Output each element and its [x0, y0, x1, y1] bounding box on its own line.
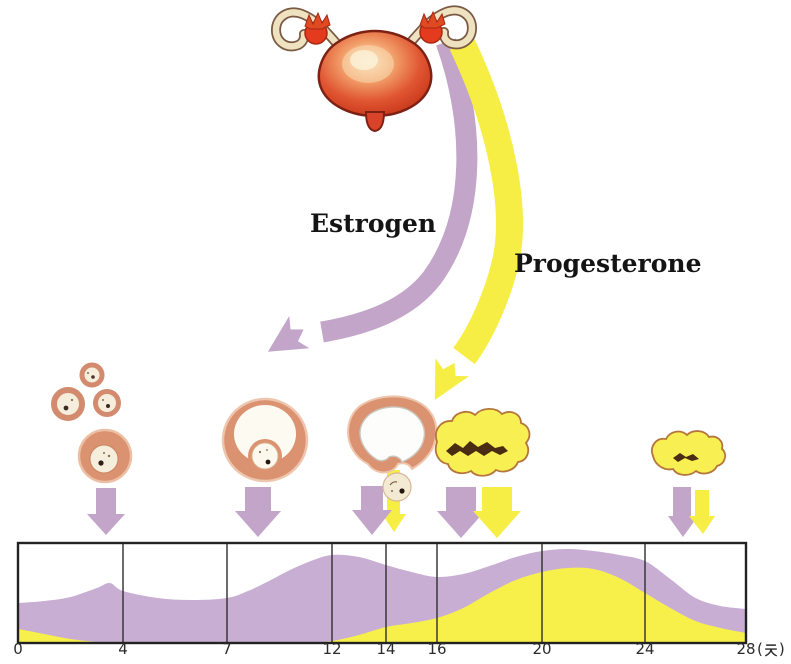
mature-follicle [221, 397, 309, 483]
x-tick-7: 7 [222, 640, 232, 658]
x-axis-day-unit: () [757, 640, 785, 658]
estrogen-secretion-arrow-degenerating [668, 487, 698, 537]
progesterone-label: Progesterone [514, 249, 702, 278]
estrogen-secretion-arrow-primary [87, 488, 125, 535]
x-tick-28: 28 [736, 640, 756, 658]
progesterone-flow-arrow [434, 38, 523, 400]
x-tick-12: 12 [322, 640, 342, 658]
x-tick-0: 0 [13, 640, 23, 658]
uterus-illustration [270, 5, 478, 133]
released-egg [382, 472, 412, 502]
primordial-follicles [51, 362, 121, 421]
x-tick-14: 14 [376, 640, 396, 658]
x-tick-24: 24 [635, 640, 655, 658]
ovulation-ruptured-follicle [346, 395, 438, 502]
chart-gridlines [122, 543, 646, 643]
follicle-stages [51, 362, 727, 502]
ovary-left [304, 11, 331, 45]
x-tick-16: 16 [427, 640, 447, 658]
corpus-luteum-core [446, 441, 508, 456]
hormone-chart [16, 541, 748, 645]
cervix [364, 111, 386, 133]
primary-follicle [77, 428, 133, 484]
degenerating-corpus-luteum [651, 430, 727, 476]
chart-frame [16, 541, 748, 645]
estrogen-secretion-arrow-corpus-luteum [437, 487, 485, 538]
corpus-luteum [434, 407, 531, 477]
progesterone-level-area [18, 567, 746, 643]
progesterone-secretion-arrow-degenerating [689, 490, 715, 534]
degenerating-core [673, 453, 699, 462]
estrogen-secretion-arrow-ovulation [352, 486, 392, 535]
progesterone-secretion-arrow-corpus-luteum [473, 487, 521, 538]
estrogen-flow-arrow [267, 38, 478, 352]
x-tick-4: 4 [118, 640, 128, 658]
ovary-right [419, 10, 446, 44]
x-tick-20: 20 [532, 640, 552, 658]
estrogen-secretion-arrow-mature [235, 487, 281, 537]
estrogen-label: Estrogen [310, 209, 437, 238]
